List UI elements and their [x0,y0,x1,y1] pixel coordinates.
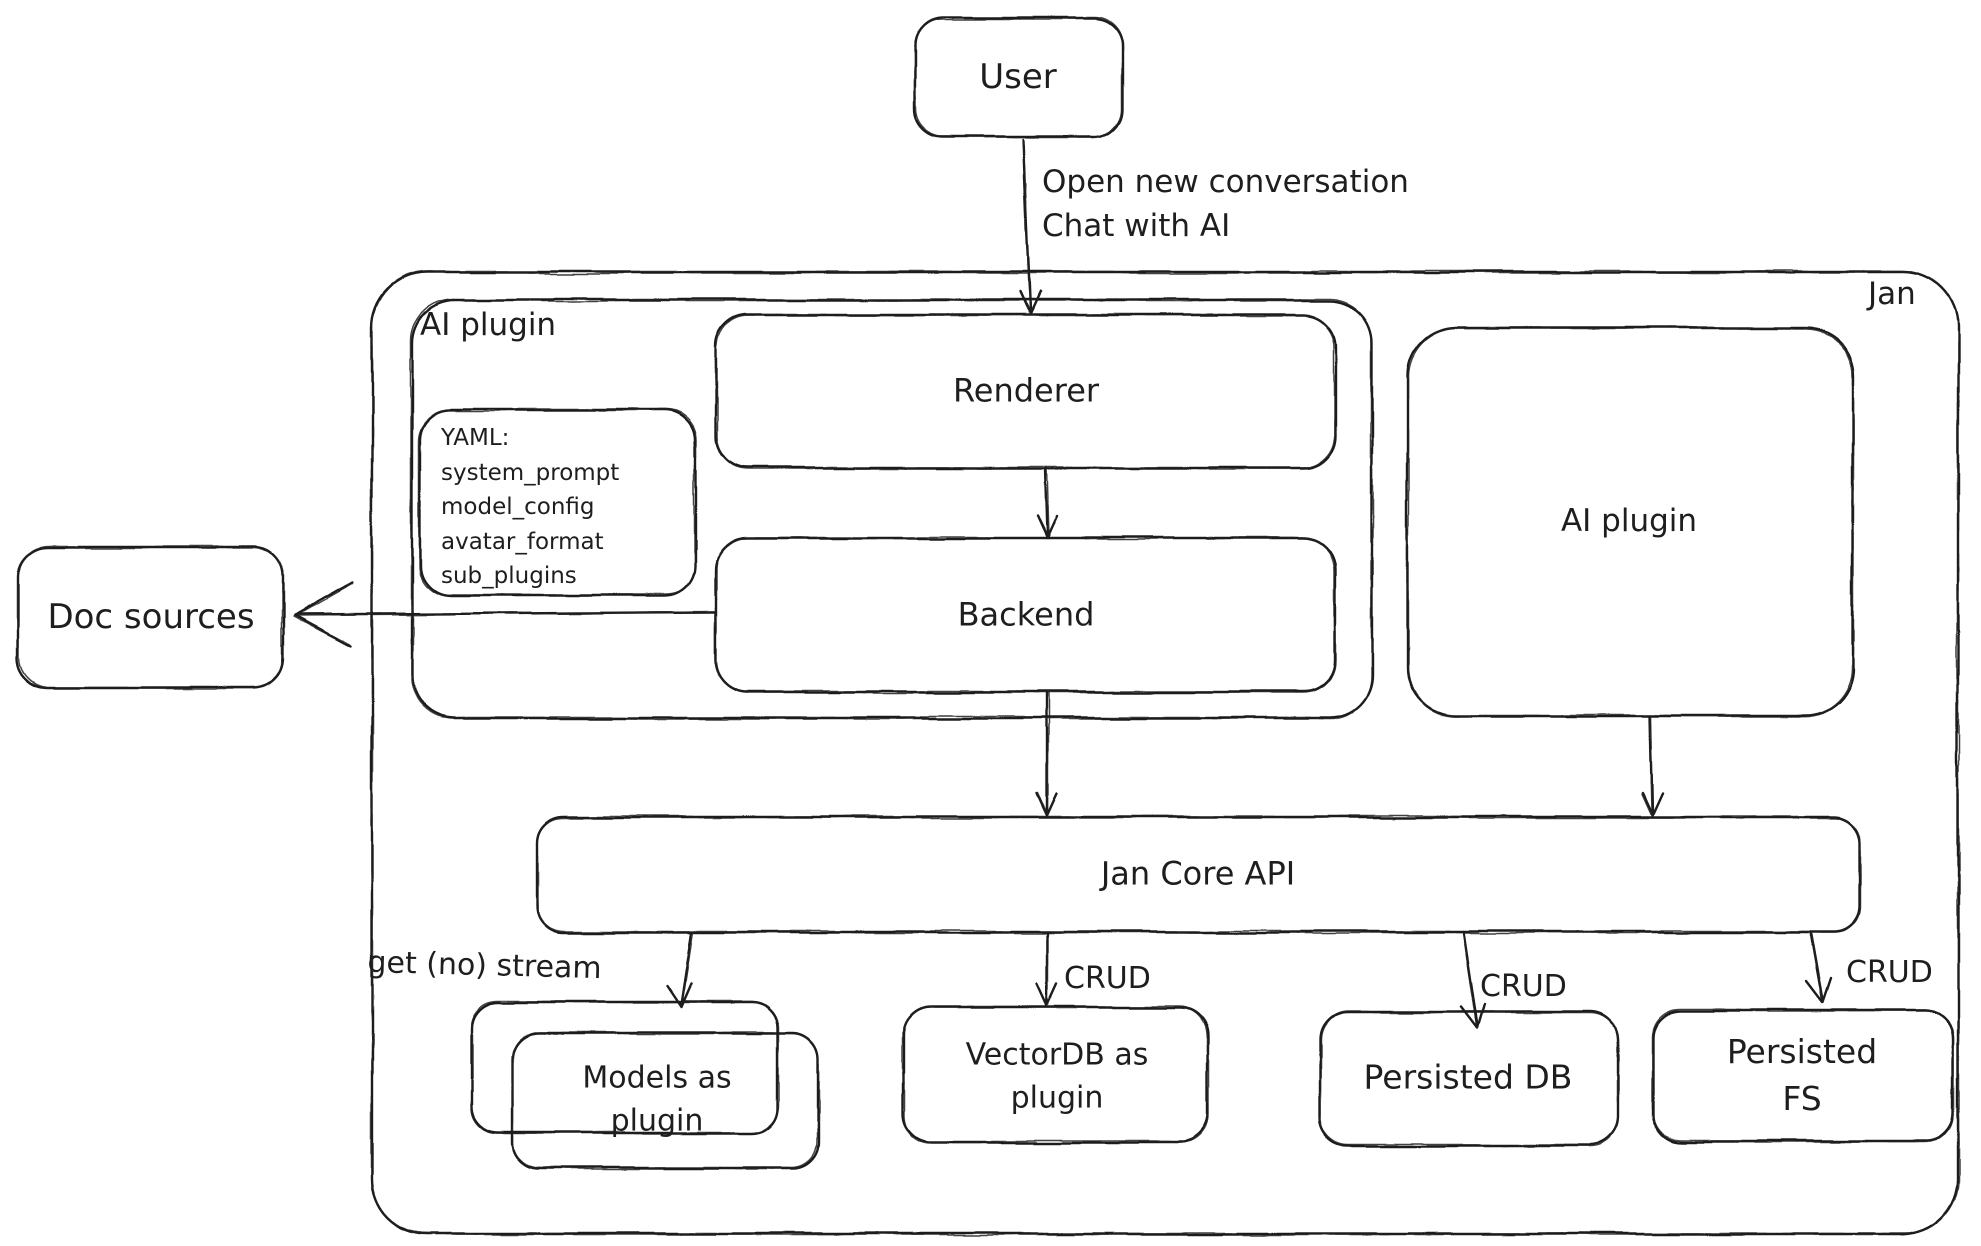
yaml-note-label: YAML: system_prompt model_config avatar_… [441,425,620,589]
edge-label-crud-persisted-fs[interactable]: CRUD [1846,955,1933,990]
edge-label-crud-vectordb[interactable]: CRUD [1064,961,1151,996]
models-as-plugin-label: Models as plugin [582,1060,732,1138]
arrow-user-to-renderer[interactable] [1018,138,1042,316]
sketch-overlay [17,17,1959,1235]
jan-core-api-label: Jan Core API [1100,854,1296,893]
edge-label-crud-persisted-db[interactable]: CRUD [1480,969,1567,1004]
arrow-api-to-persisted-fs[interactable] [1804,930,1832,1004]
arrow-api-to-models[interactable] [665,931,694,1009]
edge-label-get-no-stream[interactable]: get (no) stream [367,944,603,987]
ai-plugin-label: AI plugin [1560,502,1698,539]
doc-sources-label: Doc sources [47,596,255,637]
user-label: User [979,56,1057,97]
ai-plugin-container-label[interactable]: AI plugin [420,307,557,343]
jan-label[interactable]: Jan [1868,276,1916,312]
persisted-fs-label: Persisted FS [1726,1032,1878,1118]
vectordb-as-plugin-label: VectorDB as plugin [965,1037,1149,1115]
backend-label: Backend [957,595,1095,634]
edge-label-user-to-renderer[interactable]: Open new conversation Chat with AI [1042,164,1409,245]
renderer-label: Renderer [952,371,1100,410]
persisted-db-label: Persisted DB [1363,1057,1573,1097]
